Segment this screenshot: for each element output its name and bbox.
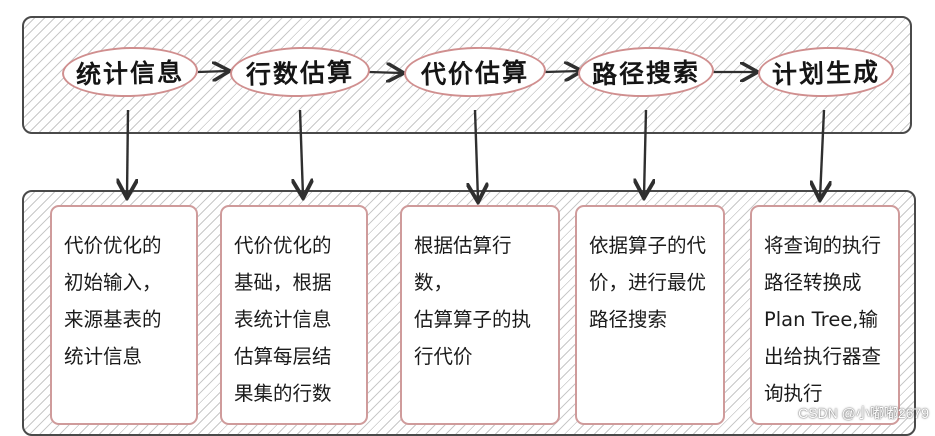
description-cost-estimation: 根据估算行数， 估算算子的执 行代价 [400, 205, 560, 425]
down-arrow-4 [644, 109, 646, 196]
flow-arrow-1 [197, 71, 228, 72]
description-plan-generation: 将查询的执行 路径转换成 Plan Tree,输 出给执行器查 询执行 [750, 205, 900, 425]
description-path-search: 依据算子的代 价，进行最优 路径搜索 [575, 205, 725, 425]
down-arrow-1 [127, 109, 128, 196]
down-arrow-5 [820, 109, 824, 198]
flow-arrow-3 [544, 71, 580, 72]
watermark: CSDN @小嘟嘟2679 [798, 405, 929, 421]
flow-arrow-2 [368, 72, 402, 73]
description-row-estimation: 代价优化的 基础，根据 表统计信息 估算每层结 果集的行数 [220, 205, 368, 425]
description-statistics: 代价优化的 初始输入， 来源基表的 统计信息 [50, 205, 198, 425]
down-arrow-3 [475, 109, 478, 200]
down-arrow-2 [300, 109, 303, 196]
